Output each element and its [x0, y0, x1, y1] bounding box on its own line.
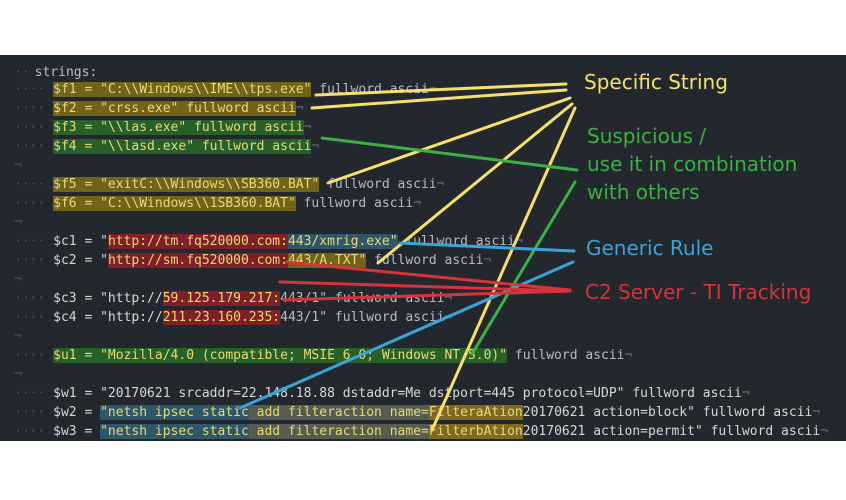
highlighted-token: 59.125.179.217: — [162, 291, 281, 306]
code-token: ¬ — [624, 348, 633, 363]
label-specific-string: Specific String — [584, 70, 728, 94]
code-token: ¬ — [514, 234, 523, 249]
code-token: fullword ascii — [507, 348, 625, 363]
code-line-f5: ···· $f5 = "exitC:\\Windows\\SB360.BAT" … — [14, 175, 444, 194]
highlighted-token: $f6 = "C:\\Windows\\1SB360.BAT" — [53, 196, 296, 211]
code-line-f6: ···· $f6 = "C:\\Windows\\1SB360.BAT" ful… — [14, 194, 421, 213]
highlighted-token: FilteraAtion — [428, 405, 523, 420]
code-line-f1: ···· $f1 = "C:\\Windows\\IME\\tps.exe" f… — [14, 80, 437, 99]
indent-guide: ···· — [14, 310, 54, 325]
highlighted-token: "netsh ipsec static — [100, 405, 249, 420]
code-token: ¬ — [295, 101, 304, 116]
indent-guide: ···· — [14, 196, 54, 211]
label-suspicious-line3: with others — [587, 180, 700, 204]
code-token: $c1 = " — [53, 234, 108, 249]
highlighted-token: add filteraction name= — [248, 405, 429, 420]
highlighted-token: 211.23.160.235: — [162, 310, 281, 325]
indent-guide: ···· — [14, 386, 54, 401]
code-line-f3: ···· $f3 = "\\las.exe" fullword ascii¬ — [14, 118, 311, 137]
indent-guide: ¬ — [14, 329, 22, 344]
code-token: 20170621 action=permit" fullword ascii — [522, 424, 821, 439]
highlighted-token: $u1 = "Mozilla/4.0 (compatible; MSIE 6.0… — [53, 348, 508, 363]
code-token: 443/1" fullword ascii — [280, 291, 445, 306]
code-token: 20170621 action=block" fullword ascii — [522, 405, 813, 420]
code-token: fullword ascii — [397, 234, 515, 249]
label-suspicious-line2: use it in combination — [587, 152, 798, 176]
code-line-blank3: ¬ — [14, 270, 22, 289]
code-token: ¬ — [444, 291, 453, 306]
highlighted-token: "netsh ipsec static — [100, 424, 249, 439]
code-token: $c3 = "http:// — [53, 291, 163, 306]
code-line-f2: ···· $f2 = "crss.exe" fullword ascii¬ — [14, 99, 304, 118]
code-token: ¬ — [820, 424, 829, 439]
highlighted-token: http://sm.fq520000.com: — [107, 253, 288, 268]
code-token: ¬ — [483, 253, 492, 268]
code-token: ¬ — [413, 196, 422, 211]
indent-guide: ···· — [14, 291, 54, 306]
code-line-c2: ···· $c2 = "http://sm.fq520000.com:443/A… — [14, 251, 491, 270]
indent-guide: ¬ — [14, 158, 22, 173]
code-line-w2: ···· $w2 = "netsh ipsec static add filte… — [14, 403, 820, 422]
highlighted-token: 443/A.TXT" — [287, 253, 367, 268]
indent-guide: ···· — [14, 234, 54, 249]
highlighted-token: $f1 = "C:\\Windows\\IME\\tps.exe" — [53, 82, 312, 97]
code-line-w1: ···· $w1 = "20170621 srcaddr=22.148.18.8… — [14, 384, 750, 403]
indent-guide: ·· — [14, 65, 30, 80]
label-c2-server: C2 Server - TI Tracking — [585, 280, 812, 304]
code-line-header: ·· strings: — [14, 63, 97, 82]
code-token: ¬ — [311, 139, 320, 154]
code-token: ¬ — [812, 405, 821, 420]
indent-guide: ···· — [14, 405, 54, 420]
code-token: fullword ascii — [295, 196, 414, 211]
code-line-f4: ···· $f4 = "\\lasd.exe" fullword ascii¬ — [14, 137, 319, 156]
code-line-w3: ···· $w3 = "netsh ipsec static add filte… — [14, 422, 828, 441]
code-token: $c2 = " — [53, 253, 108, 268]
highlighted-token: FilterbAtion — [428, 424, 523, 439]
code-line-u1: ···· $u1 = "Mozilla/4.0 (compatible; MSI… — [14, 346, 632, 365]
code-token: fullword ascii — [311, 82, 429, 97]
code-line-blank5: ¬ — [14, 365, 22, 384]
code-token: fullword ascii — [366, 253, 484, 268]
highlighted-token: $f4 = "\\lasd.exe" fullword ascii — [53, 139, 312, 154]
indent-guide: ···· — [14, 177, 54, 192]
code-line-c1: ···· $c1 = "http://tm.fq520000.com:443/x… — [14, 232, 523, 251]
code-token: ¬ — [428, 82, 437, 97]
code-token: strings: — [34, 65, 98, 80]
code-token: fullword ascii — [319, 177, 437, 192]
highlighted-token: add filteraction name= — [248, 424, 429, 439]
code-token: $w1 = "20170621 srcaddr=22.148.18.88 dst… — [53, 386, 742, 401]
label-generic-rule: Generic Rule — [586, 236, 714, 260]
highlighted-token: 443/xmrig.exe" — [287, 234, 398, 249]
indent-guide: ···· — [14, 139, 54, 154]
highlighted-token: $f3 = "\\las.exe" fullword ascii — [53, 120, 304, 135]
code-token: ¬ — [444, 310, 453, 325]
label-suspicious-line1: Suspicious / — [587, 124, 707, 148]
code-editor[interactable]: ··strings:···· $f1 = "C:\\Windows\\IME\\… — [0, 55, 846, 441]
indent-guide: ···· — [14, 348, 54, 363]
code-line-c4: ···· $c4 = "http://211.23.160.235:443/1"… — [14, 308, 452, 327]
code-line-blank4: ¬ — [14, 327, 22, 346]
code-line-c3: ···· $c3 = "http://59.125.179.217:443/1"… — [14, 289, 452, 308]
code-token: $c4 = "http:// — [53, 310, 163, 325]
highlighted-token: $f5 = "exitC:\\Windows\\SB360.BAT" — [53, 177, 320, 192]
indent-guide: ···· — [14, 101, 54, 116]
indent-guide: ···· — [14, 424, 54, 439]
indent-guide: ¬ — [14, 215, 22, 230]
indent-guide: ···· — [14, 253, 54, 268]
highlighted-token: $f2 = "crss.exe" fullword ascii — [53, 101, 296, 116]
code-line-blank1: ¬ — [14, 156, 22, 175]
code-token: ¬ — [436, 177, 445, 192]
highlighted-token: http://tm.fq520000.com: — [107, 234, 288, 249]
code-token: $w2 = — [53, 405, 101, 420]
code-line-blank2: ¬ — [14, 213, 22, 232]
indent-guide: ···· — [14, 120, 54, 135]
code-token: ¬ — [741, 386, 750, 401]
code-token: $w3 = — [53, 424, 101, 439]
code-token: 443/1" fullword ascii — [280, 310, 445, 325]
indent-guide: ¬ — [14, 367, 22, 382]
code-token: ¬ — [303, 120, 312, 135]
indent-guide: ···· — [14, 82, 54, 97]
indent-guide: ¬ — [14, 272, 22, 287]
